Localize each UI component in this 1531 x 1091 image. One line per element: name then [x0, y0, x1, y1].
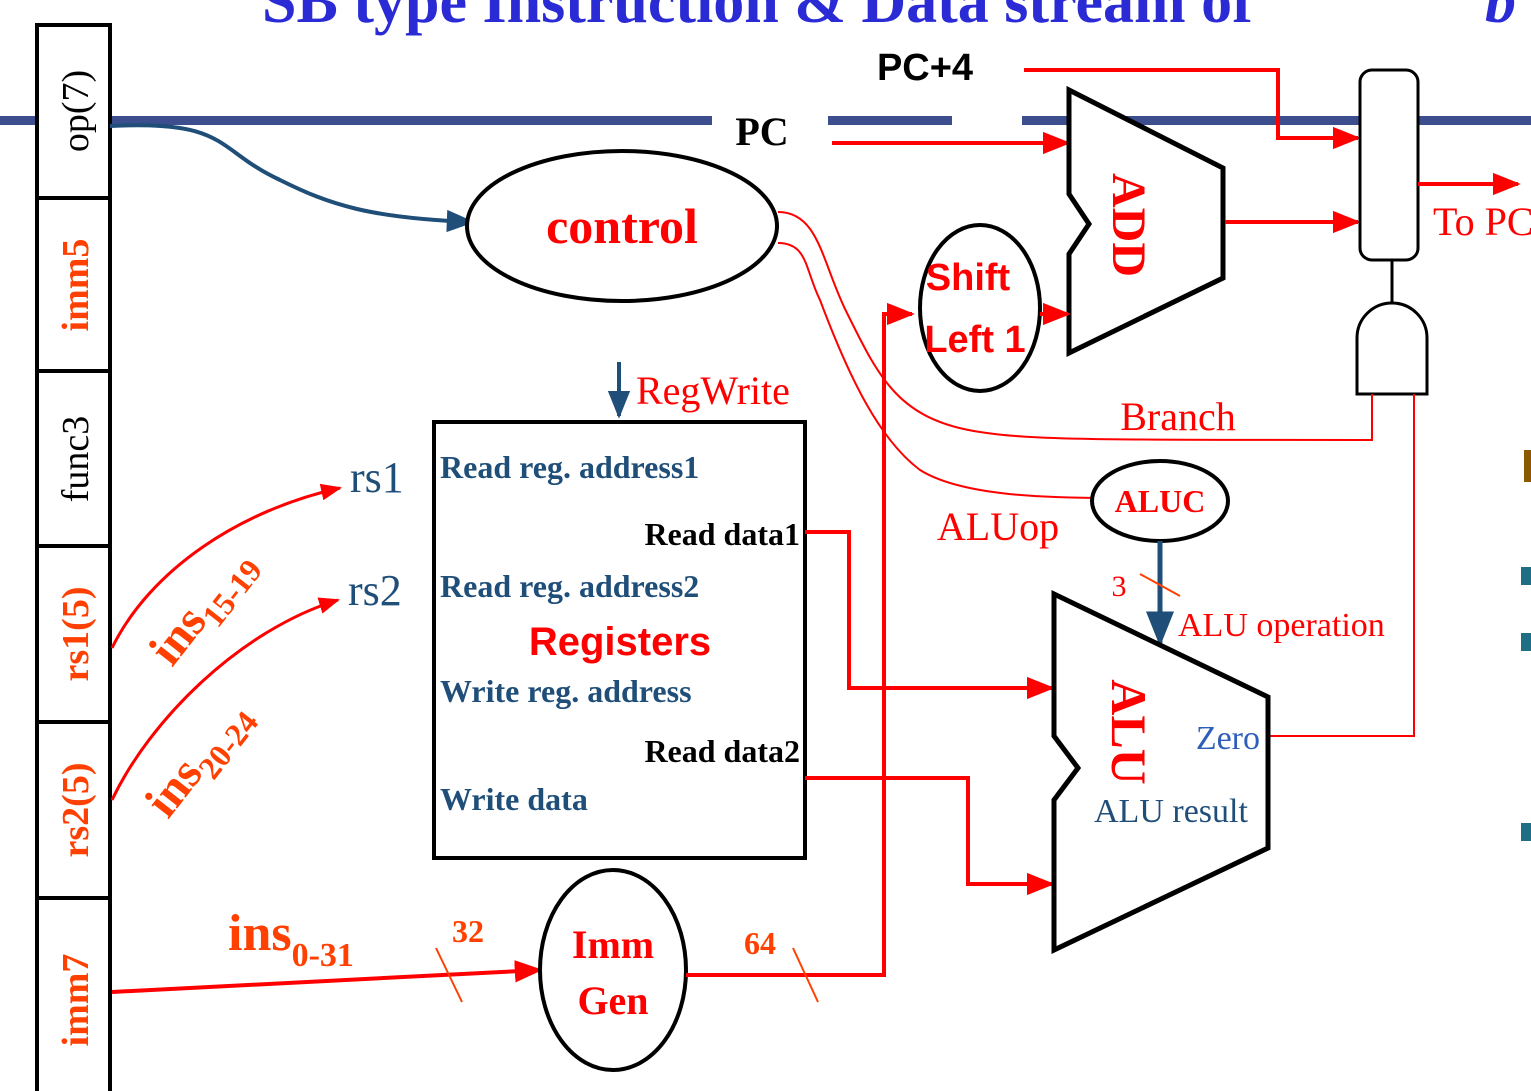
banner-gap-mask — [952, 112, 1022, 130]
pc4-wire — [1024, 68, 1361, 150]
field-imm5 — [35, 196, 112, 373]
pc-label-mask — [712, 112, 828, 130]
field-func3 — [35, 369, 112, 548]
cropped-bullet-3 — [1521, 823, 1531, 841]
op-to-control-wire — [109, 123, 475, 233]
field-op-label: op(7) — [55, 70, 97, 152]
field-op — [35, 23, 112, 200]
read-data2-wire — [805, 776, 1055, 896]
shift-left-unit — [918, 223, 1042, 393]
to-pc-label: To PC — [1433, 199, 1531, 244]
imm-gen-label-1: Imm — [572, 922, 654, 967]
write-reg-address-label: Write reg. address — [440, 673, 692, 709]
alu-op-width-tick — [1139, 573, 1181, 597]
ins-main-text: ins — [228, 905, 292, 962]
alu-op-width-label: 3 — [1112, 570, 1127, 603]
read-data2-label: Read data2 — [644, 733, 800, 769]
pc-mux — [1358, 68, 1420, 262]
ins-rs1-label: ins15-19 — [139, 537, 269, 680]
zero-label: Zero — [1196, 720, 1260, 757]
ins-main-label: ins0-31 — [228, 905, 354, 974]
field-rs1-label: rs1(5) — [55, 587, 97, 682]
slide-title: SB type Instruction & Data stream of — [262, 0, 1254, 36]
branch-label: Branch — [1120, 394, 1236, 439]
shift-label-1: Shift — [926, 257, 1011, 299]
instruction-fields: op(7) imm5 func3 rs1(5) rs2(5) imm7 — [35, 23, 112, 1091]
regwrite-label: RegWrite — [636, 368, 790, 413]
bus-32-tick — [435, 947, 463, 1003]
alu-label: ALU — [1101, 679, 1157, 785]
ins-to-immgen-wire — [111, 960, 543, 994]
bus-64-label: 64 — [744, 925, 776, 961]
zero-to-and-wire — [1268, 394, 1415, 737]
aluop-label: ALUop — [937, 504, 1059, 549]
alu-operation-label: ALU operation — [1178, 607, 1385, 644]
slide-title-cut-letter: b — [1485, 0, 1516, 36]
branch-control-wire — [777, 211, 1373, 442]
field-imm7-label: imm7 — [55, 954, 97, 1047]
bus-64-tick — [792, 947, 819, 1003]
alu-unit — [1051, 590, 1271, 954]
field-func3-label: func3 — [55, 416, 97, 503]
pc-label: PC — [735, 109, 788, 154]
register-file — [432, 420, 807, 860]
control-label: control — [546, 198, 698, 254]
rs2-wire — [110, 597, 341, 801]
read-data1-label: Read data1 — [644, 516, 800, 552]
read-data1-wire — [805, 530, 1055, 700]
field-imm7 — [35, 896, 112, 1091]
field-rs2-label: rs2(5) — [55, 763, 97, 858]
ins-main-sub: 0-31 — [292, 937, 354, 974]
field-rs1 — [35, 544, 112, 724]
rs1-wire — [110, 483, 343, 649]
cropped-bullet-1 — [1521, 567, 1531, 585]
pc4-label: PC+4 — [877, 47, 973, 89]
control-unit — [465, 149, 779, 303]
immgen-to-shift-wire — [686, 302, 915, 977]
alu-result-label: ALU result — [1094, 793, 1248, 830]
bus-32-label: 32 — [452, 913, 484, 949]
rs1-label: rs1 — [350, 453, 404, 502]
imm-gen-label-2: Gen — [577, 978, 648, 1023]
aluc-label: ALUC — [1115, 483, 1206, 519]
field-rs2 — [35, 720, 112, 900]
read-reg-address2-label: Read reg. address2 — [440, 568, 699, 604]
read-reg-address1-label: Read reg. address1 — [440, 449, 699, 485]
write-data-label: Write data — [440, 781, 588, 817]
add-label: ADD — [1102, 173, 1155, 277]
field-imm5-label: imm5 — [55, 239, 97, 332]
rs2-label: rs2 — [348, 566, 402, 615]
imm-gen-unit — [538, 868, 688, 1072]
shift-label-2: Left 1 — [924, 319, 1025, 361]
ins-rs2-label: ins20-24 — [135, 689, 265, 832]
registers-label: Registers — [529, 620, 711, 664]
cropped-bullet-2 — [1521, 633, 1531, 651]
cropped-fragment-1 — [1524, 450, 1531, 482]
branch-and-gate — [1355, 301, 1429, 396]
